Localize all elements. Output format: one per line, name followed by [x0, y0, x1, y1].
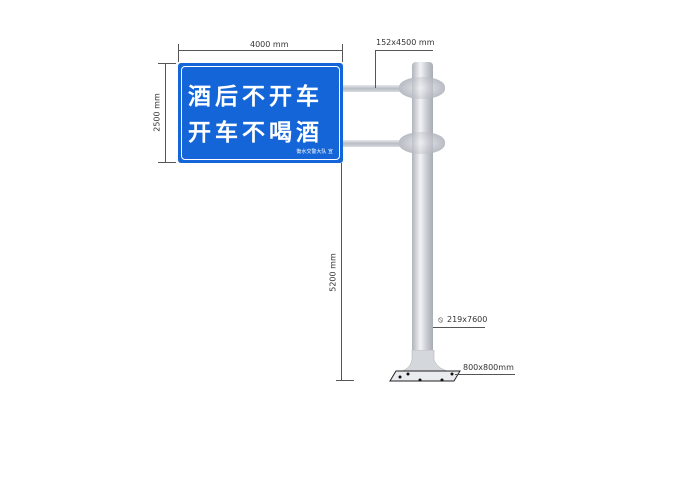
base-leader-line — [455, 374, 515, 375]
extension-line — [342, 44, 343, 62]
arm-leader-line — [375, 50, 376, 88]
extension-line — [336, 380, 354, 381]
pole-leader-line — [433, 327, 485, 328]
road-sign-panel: 酒后不开车 开车不喝酒 衡水交警大队 宣 — [178, 63, 343, 163]
sign-height-dimension-line — [165, 63, 166, 163]
sign-text-line-2: 开车不喝酒 — [188, 120, 323, 146]
base-plate — [389, 350, 461, 382]
clearance-dimension-line — [341, 163, 342, 381]
sign-height-label: 2500 mm — [152, 93, 162, 132]
clearance-height-label: 5200 mm — [328, 253, 338, 292]
sign-issuer: 衡水交警大队 宣 — [296, 149, 333, 155]
pole-front — [412, 62, 433, 372]
sign-width-label: 4000 mm — [250, 40, 289, 49]
sign-border — [181, 66, 340, 160]
sign-width-dimension-line — [178, 50, 343, 51]
pole-spec-label: 219x7600 — [447, 315, 488, 324]
extension-line — [178, 44, 179, 62]
base-spec-label: 800x800mm — [463, 363, 514, 372]
arm-leader-line — [375, 50, 433, 51]
lower-arm — [343, 140, 413, 147]
extension-line — [158, 162, 176, 163]
arm-spec-label: 152x4500 mm — [376, 38, 435, 47]
diameter-icon: ⦸ — [438, 315, 444, 324]
extension-line — [158, 63, 176, 64]
sign-text-line-1: 酒后不开车 — [188, 84, 323, 110]
upper-arm — [343, 85, 413, 92]
